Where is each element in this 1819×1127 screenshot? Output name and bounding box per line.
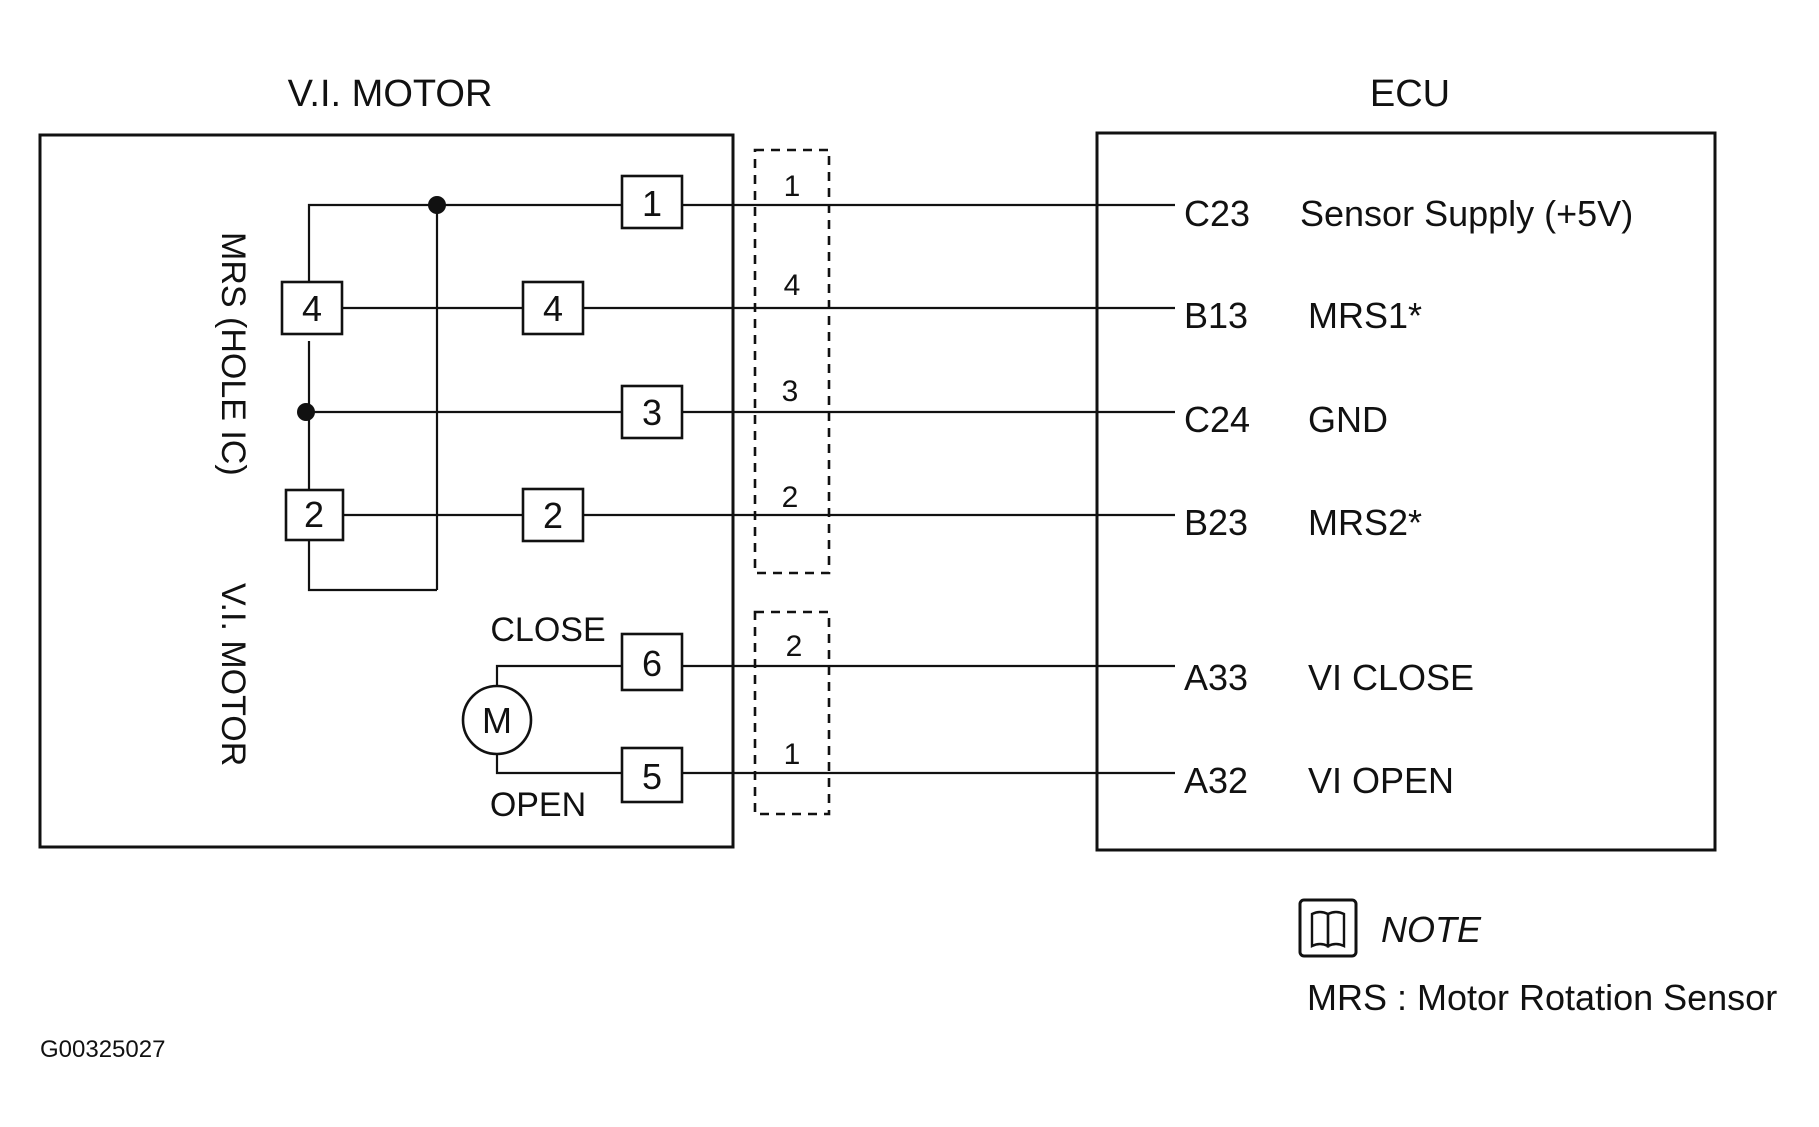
connector-lower-num: 1: [784, 738, 801, 771]
note-text: MRS : Motor Rotation Sensor: [1307, 977, 1777, 1018]
connector-upper-num: 3: [782, 375, 799, 408]
ecu-terminal-pin: A33: [1184, 657, 1248, 698]
svg-text:4: 4: [543, 288, 563, 329]
harness-pin-4: 4: [521, 280, 585, 336]
note-title: NOTE: [1381, 909, 1482, 950]
ecu-title: ECU: [1370, 73, 1450, 115]
ecu-terminal-pin: C23: [1184, 193, 1250, 234]
connector-lower-num: 2: [786, 630, 803, 663]
ecu-terminal-signal: Sensor Supply (+5V): [1300, 193, 1633, 234]
harness-pin-5: 5: [620, 746, 684, 804]
connector-upper-num: 1: [784, 170, 801, 203]
junction-dot: [297, 403, 315, 421]
ecu-terminal-signal: MRS2*: [1308, 502, 1422, 543]
harness-pin-3: 3: [620, 384, 684, 440]
ecu-terminal-signal: VI OPEN: [1308, 760, 1454, 801]
ecu-terminal-signal: MRS1*: [1308, 295, 1422, 336]
book-icon: [1298, 898, 1358, 958]
harness-pin-2: 2: [521, 487, 585, 543]
svg-text:6: 6: [642, 643, 662, 684]
svg-text:3: 3: [642, 392, 662, 433]
connector-upper-num: 4: [784, 269, 801, 302]
ecu-terminal-pin: C24: [1184, 399, 1250, 440]
ecu-terminal-signal: GND: [1308, 399, 1388, 440]
junction-dot: [428, 196, 446, 214]
ecu-terminal-pin: B13: [1184, 295, 1248, 336]
connector-upper-num: 2: [782, 481, 799, 514]
ecu-terminal-pin: A32: [1184, 760, 1248, 801]
ecu-box: [1095, 131, 1717, 852]
svg-text:1: 1: [642, 183, 662, 224]
sensor-internal-wiring: [297, 196, 625, 592]
harness-wires: [583, 203, 1175, 775]
svg-text:2: 2: [543, 495, 563, 536]
sensor-side-label: MRS (HOLE IC): [214, 232, 252, 476]
open-label: OPEN: [490, 786, 586, 824]
close-label: CLOSE: [490, 611, 605, 649]
harness-pin-1: 1: [620, 174, 684, 230]
svg-text:M: M: [482, 700, 512, 741]
svg-text:5: 5: [642, 756, 662, 797]
svg-text:4: 4: [302, 288, 322, 329]
ecu-terminal-pin: B23: [1184, 502, 1248, 543]
ecu-terminal-signal: VI CLOSE: [1308, 657, 1474, 698]
svg-text:2: 2: [304, 494, 324, 535]
ic-pin-2: 2: [284, 488, 345, 542]
motor-side-label: V.I. MOTOR: [214, 583, 252, 766]
connector-upper: [753, 148, 831, 575]
motor-symbol: M: [461, 684, 533, 756]
motor-box: [38, 133, 735, 849]
connector-lower: [753, 610, 831, 816]
figure-id: G00325027: [40, 1036, 165, 1063]
ic-pin-4: 4: [280, 280, 344, 336]
harness-pin-6: 6: [620, 632, 684, 692]
motor-title: V.I. MOTOR: [288, 73, 493, 115]
